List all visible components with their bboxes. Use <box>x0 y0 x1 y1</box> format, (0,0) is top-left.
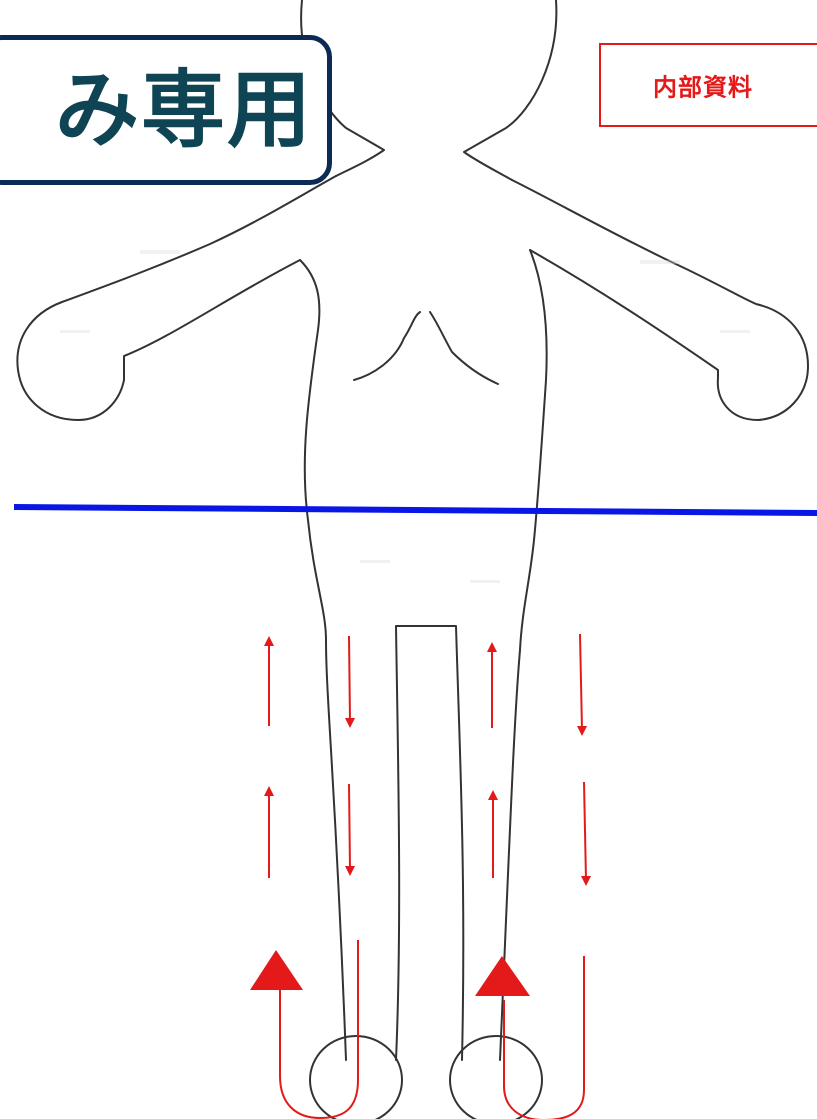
title-box: み専用 <box>0 35 332 185</box>
left-foot-outline <box>310 1036 402 1119</box>
title-text: み専用 <box>55 68 313 152</box>
foot-loop-arrows <box>280 940 584 1119</box>
left-foot-loop-arrow <box>280 940 358 1118</box>
right-torso-leg-outline <box>500 250 547 1060</box>
chest-left-line <box>354 312 420 380</box>
left-loop-arrowhead <box>250 950 303 990</box>
right-shoulder-arm-outline <box>512 180 808 420</box>
arrow-down <box>581 782 591 886</box>
arrow-down <box>577 634 587 736</box>
arrow-up <box>264 786 274 878</box>
arrow-up <box>488 790 498 878</box>
faint-texture <box>60 250 750 583</box>
left-shoulder-arm-outline <box>17 176 336 420</box>
chest-right-line <box>430 312 498 384</box>
waist-divider-line <box>14 507 817 513</box>
right-foot-outline <box>450 1036 542 1119</box>
arrow-down <box>345 784 355 876</box>
arrow-up <box>264 636 274 726</box>
left-torso-leg-outline <box>300 260 346 1060</box>
flow-arrows <box>264 634 591 886</box>
internal-material-label: 内部資料 <box>653 68 753 103</box>
internal-material-label-box: 内部資料 <box>599 43 817 127</box>
arrow-up <box>487 642 497 728</box>
right-loop-arrowhead <box>475 956 530 996</box>
arrow-down <box>345 636 355 728</box>
inner-legs-outline <box>396 626 463 1060</box>
head-outline <box>301 0 556 180</box>
